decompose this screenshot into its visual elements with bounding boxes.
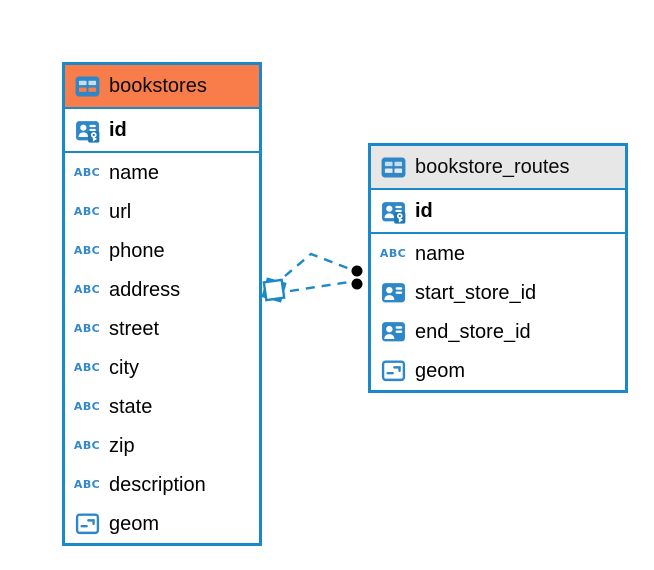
text-type-icon: ABC	[73, 205, 101, 218]
text-type-icon: ABC	[73, 478, 101, 491]
relationship-edge[interactable]	[284, 252, 351, 293]
field-row-zip[interactable]: ABC zip	[65, 426, 259, 465]
relationship-line-upper	[284, 252, 351, 277]
field-row-city[interactable]: ABC city	[65, 348, 259, 387]
relationship-line-lower	[289, 280, 350, 293]
table-title: bookstore_routes	[415, 155, 570, 178]
field-row-phone[interactable]: ABC phone	[65, 231, 259, 270]
field-name: phone	[109, 239, 165, 262]
relationship-source-diamond-icon[interactable]	[261, 277, 287, 303]
text-type-icon: ABC	[73, 400, 101, 413]
field-name: description	[109, 473, 206, 496]
reference-icon	[380, 280, 406, 305]
field-name: geom	[109, 512, 160, 535]
field-name: zip	[109, 434, 135, 457]
field-name: id	[415, 200, 433, 222]
field-row-id[interactable]: id	[65, 109, 259, 153]
text-type-icon: ABC	[73, 283, 101, 296]
field-name: address	[109, 278, 181, 301]
field-row-geom[interactable]: geom	[65, 504, 259, 543]
table-icon	[74, 75, 100, 97]
field-name: start_store_id	[415, 281, 537, 304]
reference-icon	[380, 319, 406, 344]
field-row-geom[interactable]: geom	[371, 351, 625, 390]
field-row-name[interactable]: ABC name	[371, 234, 625, 273]
text-type-icon: ABC	[73, 244, 101, 257]
field-name: geom	[415, 359, 466, 382]
field-row-description[interactable]: ABC description	[65, 465, 259, 504]
table-title: bookstores	[109, 74, 207, 97]
relationship-target-dots-icon[interactable]	[349, 263, 365, 292]
table-icon	[380, 156, 406, 178]
field-name: name	[415, 242, 466, 265]
primary-key-icon	[74, 118, 100, 143]
field-row-name[interactable]: ABC name	[65, 153, 259, 192]
field-name: id	[109, 119, 127, 141]
geometry-type-icon	[380, 358, 406, 383]
field-row-state[interactable]: ABC state	[65, 387, 259, 426]
field-name: end_store_id	[415, 320, 531, 343]
text-type-icon: ABC	[73, 439, 101, 452]
field-row-street[interactable]: ABC street	[65, 309, 259, 348]
field-row-id[interactable]: id	[371, 190, 625, 234]
geometry-type-icon	[74, 511, 100, 536]
field-row-url[interactable]: ABC url	[65, 192, 259, 231]
field-name: street	[109, 317, 160, 340]
text-type-icon: ABC	[379, 247, 407, 260]
field-name: state	[109, 395, 153, 418]
field-row-address[interactable]: ABC address	[65, 270, 259, 309]
table-header-bookstore-routes[interactable]: bookstore_routes	[371, 146, 625, 190]
field-name: city	[109, 356, 139, 379]
text-type-icon: ABC	[73, 166, 101, 179]
field-name: url	[109, 200, 132, 223]
primary-key-icon	[380, 199, 406, 224]
field-row-end_store_id[interactable]: end_store_id	[371, 312, 625, 351]
field-name: name	[109, 161, 160, 184]
text-type-icon: ABC	[73, 322, 101, 335]
text-type-icon: ABC	[73, 361, 101, 374]
field-row-start_store_id[interactable]: start_store_id	[371, 273, 625, 312]
table-header-bookstores[interactable]: bookstores	[65, 65, 259, 109]
